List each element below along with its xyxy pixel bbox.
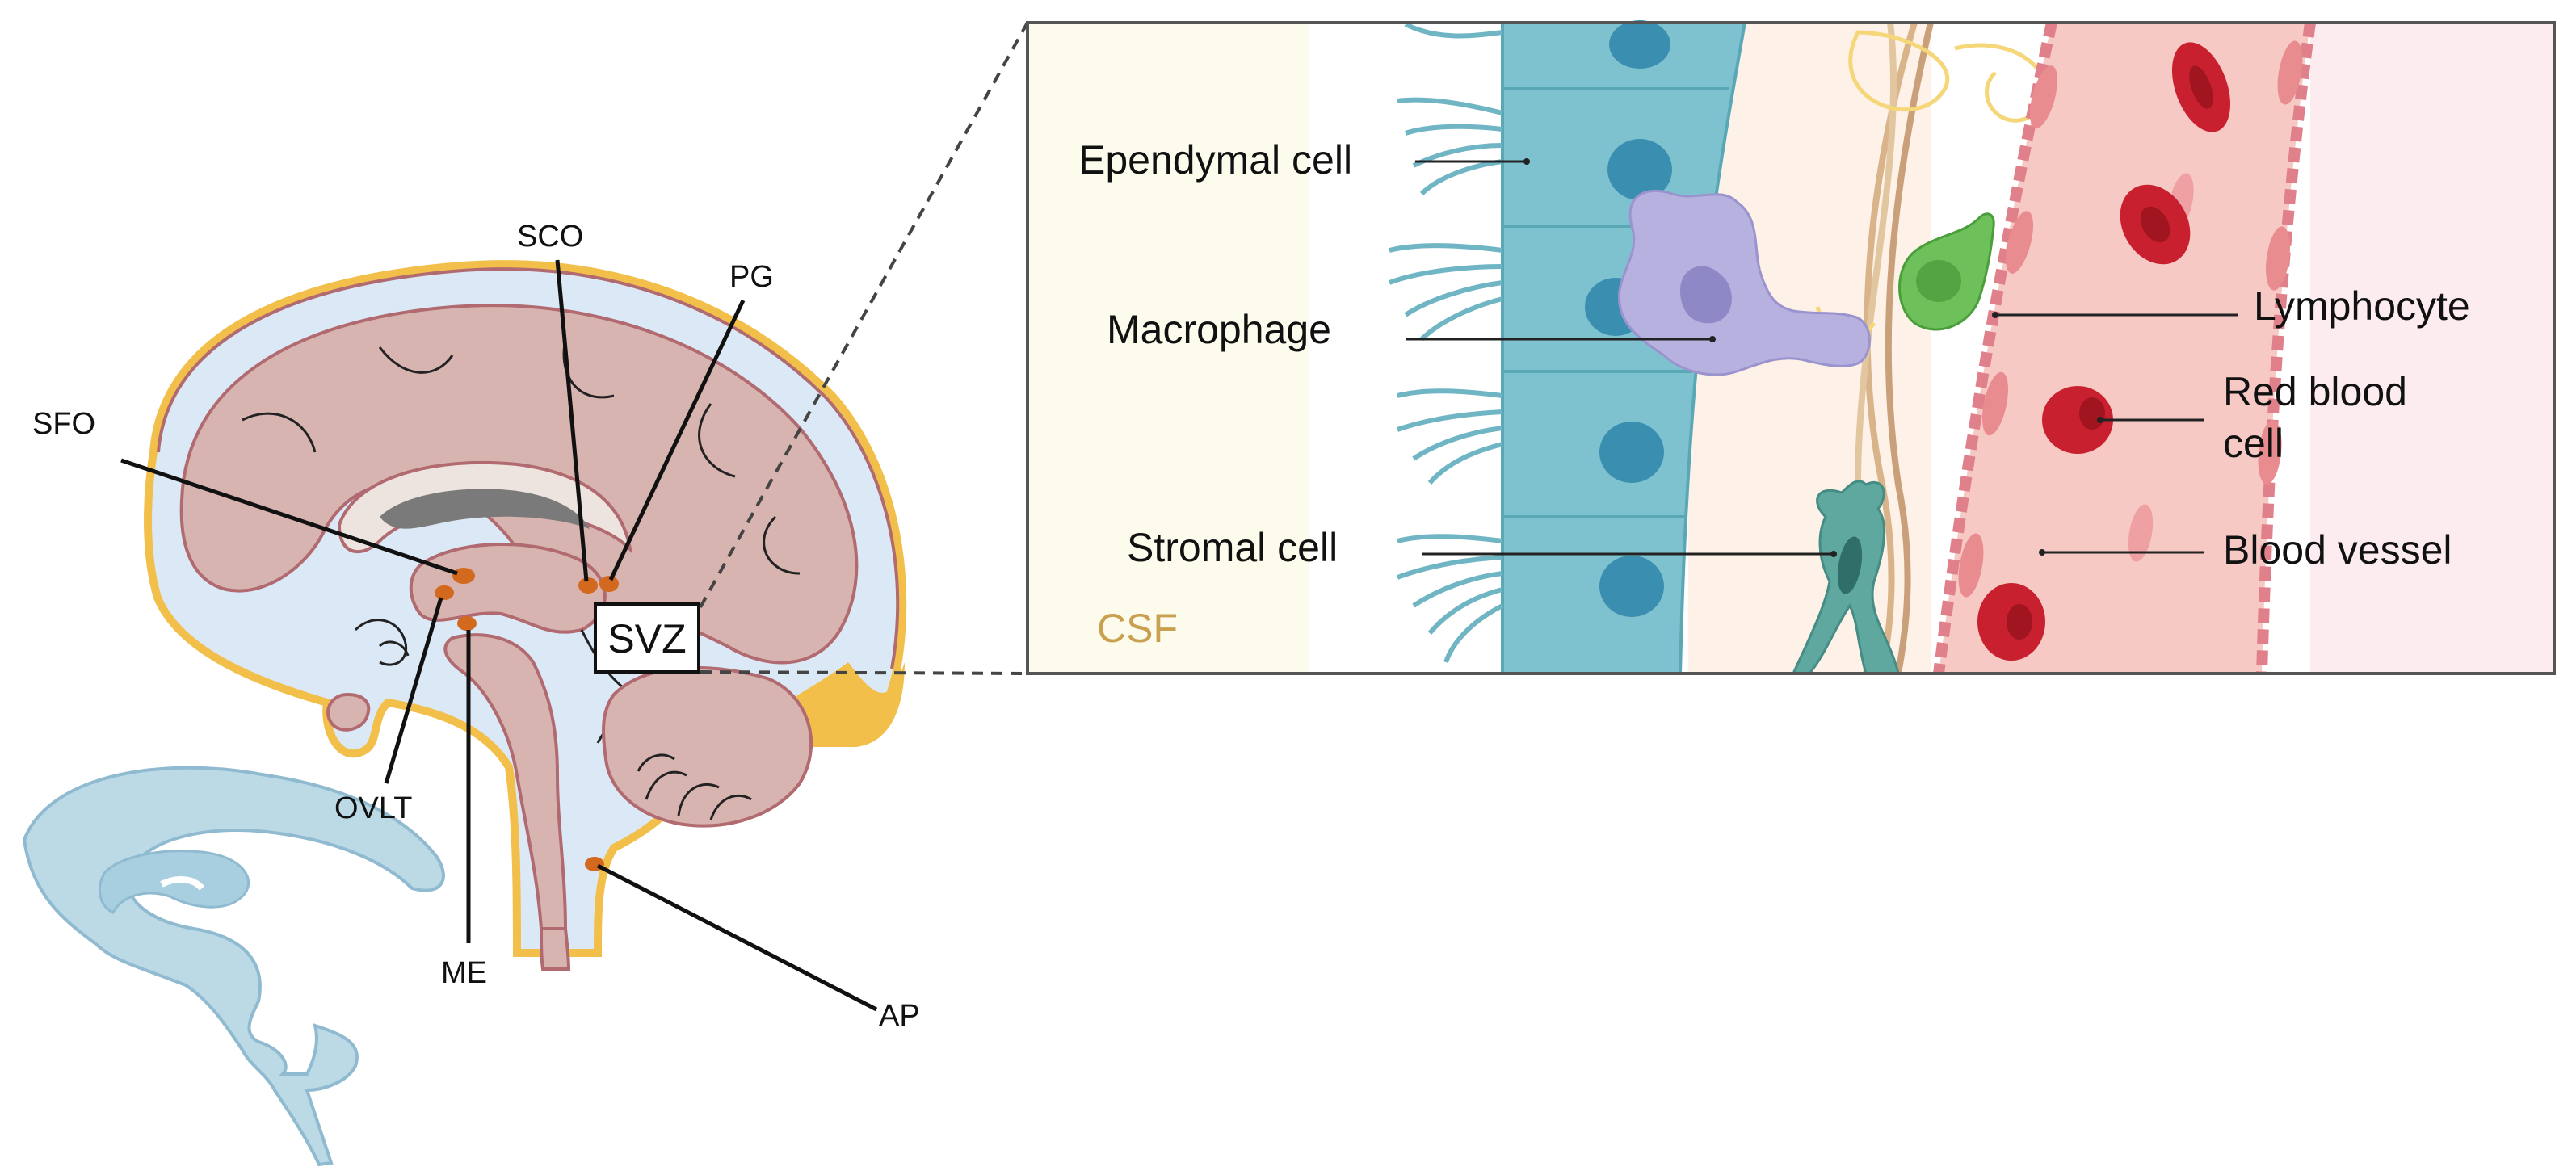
brain-outer-line xyxy=(157,267,900,669)
lateral-ventricle-dark xyxy=(380,489,590,529)
sfo-label: SFO xyxy=(32,407,95,441)
ap-label: AP xyxy=(879,999,920,1033)
zoom-connector-top xyxy=(699,22,1029,608)
stromal-nucleus xyxy=(1837,536,1863,594)
thalamus xyxy=(409,543,607,634)
macrophage-cell xyxy=(1617,189,1871,376)
macrophage-leader-dot xyxy=(1709,336,1716,342)
gyrus-line xyxy=(242,412,317,453)
zoom-connector-bottom xyxy=(700,670,1028,675)
red-blood-cell-center xyxy=(2140,206,2170,243)
stromal-cell-label: Stromal cell xyxy=(1127,525,1338,570)
ovlt-organ-dot xyxy=(435,585,454,600)
pituitary-gland xyxy=(326,692,371,732)
ependymal-nucleus xyxy=(1607,139,1672,200)
macrophage-nucleus xyxy=(1680,266,1732,324)
hypothalamus-fold xyxy=(378,640,410,657)
red-blood-cell-center xyxy=(2189,65,2213,109)
csf-region xyxy=(1027,23,1309,674)
cerebellum xyxy=(602,665,813,828)
lateral-ventricle-shape xyxy=(22,766,445,1167)
ependymal-leader-dot xyxy=(1523,158,1530,165)
cerebellum-folia xyxy=(637,753,675,772)
ependymal-cilia xyxy=(1388,22,1504,664)
vessel-wall-left xyxy=(1933,21,2057,674)
rbc-leader-dot xyxy=(2097,417,2103,423)
brain-annotations: SFO SCO PG OVLT ME AP xyxy=(32,220,920,1033)
sco-label: SCO xyxy=(517,220,583,254)
spinal-cord xyxy=(539,927,571,971)
csf-label: CSF xyxy=(1097,606,1178,651)
ventricle-highlight xyxy=(160,876,205,891)
pg-organ-dot xyxy=(599,576,619,592)
endothelial-cell xyxy=(2005,211,2034,274)
vessel-lumen xyxy=(1939,23,2310,674)
sco-organ-dot xyxy=(578,577,598,594)
pg-label: PG xyxy=(729,260,774,294)
red-blood-cell-label-line2: cell xyxy=(2223,421,2284,466)
blood-vessel-label: Blood vessel xyxy=(2223,527,2452,573)
svz-box xyxy=(594,602,700,674)
ependymal-nucleus xyxy=(1599,422,1664,483)
ap-leader-line xyxy=(596,863,878,1012)
gyrus-line xyxy=(378,346,454,374)
ependymal-cell-layer xyxy=(1501,20,1747,675)
ependymal-nucleus xyxy=(1609,20,1670,69)
stromal-leader-dot xyxy=(1830,551,1837,557)
brain-sagittal-section: SVZ xyxy=(144,260,907,971)
endothelial-cell xyxy=(2266,226,2290,291)
vessel-leader-dot xyxy=(2039,549,2045,556)
lymphocyte-label: Lymphocyte xyxy=(2254,283,2470,329)
endothelial-cell xyxy=(1958,533,1984,598)
hypothalamus-fold xyxy=(354,619,408,666)
sco-leader-line xyxy=(555,259,589,582)
svz-label: SVZ xyxy=(607,616,686,661)
cerebellum-folia xyxy=(645,770,687,800)
gyrus-line xyxy=(698,403,736,478)
svz-inset-panel: Ependymal cell Macrophage Stromal cell C… xyxy=(1026,20,2556,675)
endothelial-cell xyxy=(2128,504,2154,562)
me-organ-dot xyxy=(457,616,477,631)
ependymal-cell-label: Ependymal cell xyxy=(1078,137,1352,183)
endothelial-cell xyxy=(2258,420,2282,485)
cerebellum-folia xyxy=(709,794,752,820)
endothelial-cell xyxy=(2029,65,2058,128)
pg-leader-line xyxy=(608,299,746,581)
me-label: ME xyxy=(441,956,487,990)
blood-vessel xyxy=(1933,21,2316,674)
ovlt-leader-line xyxy=(384,597,443,784)
cerebellum-folia xyxy=(677,783,720,816)
sfo-organ-dot xyxy=(452,568,475,584)
ependymal-nucleus xyxy=(1599,556,1664,617)
red-blood-cell-label-line1: Red blood xyxy=(2223,369,2407,414)
red-blood-cell-center xyxy=(2079,397,2105,430)
sfo-leader-line xyxy=(120,458,458,576)
red-blood-cell-center xyxy=(2007,604,2032,640)
ventricular-system-illustration xyxy=(22,766,445,1167)
ovlt-label: OVLT xyxy=(334,791,412,825)
gyrus-line xyxy=(763,515,801,575)
inset-border xyxy=(1026,21,2556,675)
endothelial-cell xyxy=(1981,371,2009,436)
macrophage-label: Macrophage xyxy=(1107,307,1331,352)
right-tissue-region xyxy=(2310,23,2554,674)
lymphocyte-leader-dot xyxy=(1992,312,1998,318)
lymphocyte-nucleus xyxy=(1916,260,1961,302)
endothelial-cell xyxy=(2277,40,2303,105)
